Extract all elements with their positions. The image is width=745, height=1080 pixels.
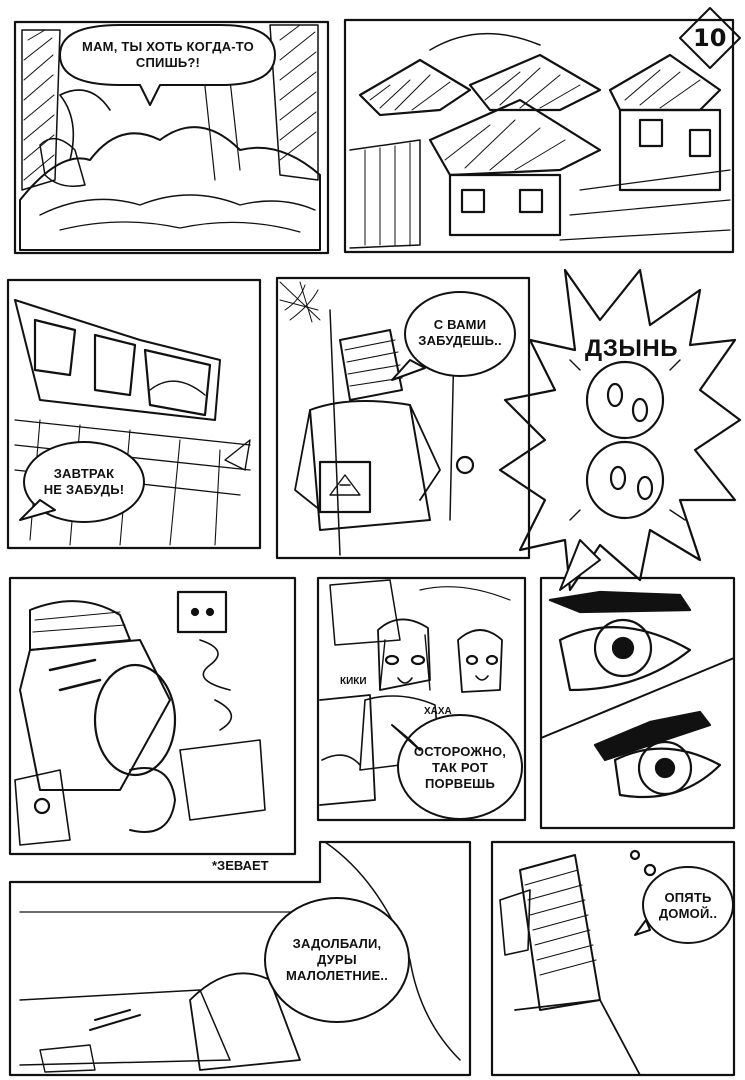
balloon-p3 [23, 441, 145, 523]
panel-6 [8, 576, 297, 856]
panel-4 [275, 276, 531, 560]
balloon-p10-tail [634, 919, 651, 936]
panel-10 [490, 840, 736, 1077]
speech-bubble-careful: ОСТОРОЖНО, ТАК РОТ ПОРВЕШЬ [413, 743, 507, 792]
balloon-p5-tail [559, 539, 601, 591]
balloon-p7 [397, 714, 523, 820]
panel-8 [539, 576, 736, 830]
page-number: 10 [693, 24, 727, 52]
speech-bubble-breakfast: ЗАВТРАК НЕ ЗАБУДЬ! [43, 465, 125, 497]
balloon-p9 [264, 897, 410, 1023]
balloon-p10 [642, 866, 734, 944]
sfx-ring: ДЗЫНЬ [585, 335, 679, 362]
speech-bubble-forget: С ВАМИ ЗАБУДЕШЬ.. [418, 316, 502, 348]
balloon-p4 [404, 291, 516, 377]
sfx-giggle-1: КИКИ [340, 676, 367, 687]
panel-1 [13, 20, 330, 255]
sfx-yawn: *ЗЕВАЕТ [212, 858, 269, 873]
sfx-giggle-2: ХАХА [424, 706, 452, 717]
speech-bubble-home: ОПЯТЬ ДОМОЙ.. [658, 889, 718, 921]
balloon-p7-tail [391, 724, 421, 751]
balloon-p4-tail [391, 359, 426, 381]
speech-bubble-mom: МАМ, ТЫ ХОТЬ КОГДА-ТО СПИШЬ?! [82, 38, 254, 70]
balloon-p1 [59, 24, 276, 106]
speech-bubble-fedup: ЗАДОЛБАЛИ, ДУРЫ МАЛОЛЕТНИЕ.. [285, 935, 389, 984]
panel-5 [498, 268, 742, 592]
panel-2 [343, 7, 741, 254]
balloon-p3-tail [19, 499, 56, 521]
